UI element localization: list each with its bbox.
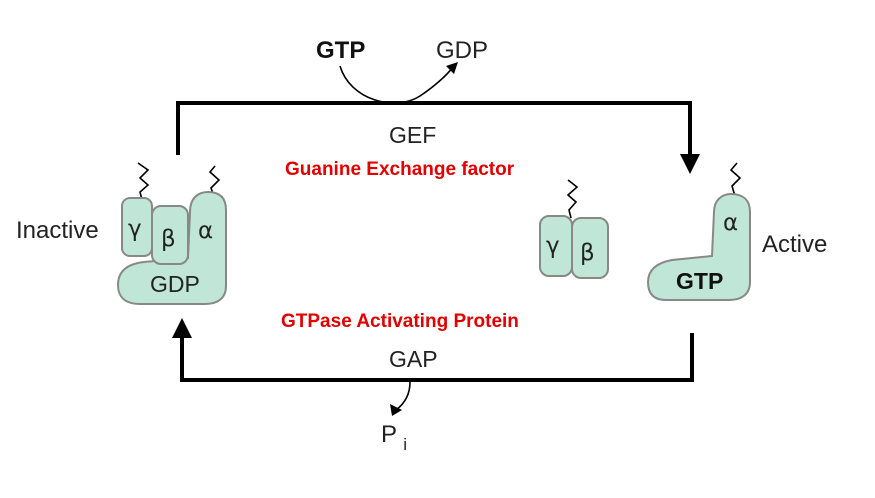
alpha-lipid-anchor-active (729, 162, 742, 197)
gef-pathway (176, 101, 700, 174)
gdp-bound-label: GDP (150, 271, 200, 297)
gamma-label-inactive: γ (128, 216, 142, 242)
beta-subunit-inactive (151, 205, 189, 265)
free-beta-gamma-dimer: γ β (539, 179, 609, 279)
gdp-out-label: GDP (436, 37, 488, 64)
gap-pathway (172, 318, 694, 382)
gamma-label-free: γ (546, 233, 560, 259)
phosphate-arrowhead (390, 404, 402, 416)
phosphate-subscript: i (403, 435, 407, 454)
gtp-gdp-exchange: GTP GDP (316, 37, 488, 104)
phosphate-label: P i (381, 421, 407, 454)
dimer-lipid-anchor (566, 179, 579, 219)
inactive-heterotrimer: γ β α GDP (116, 162, 227, 305)
phosphate-curve (395, 381, 411, 411)
alpha-label-active: α (723, 210, 738, 236)
beta-label-inactive: β (161, 226, 176, 252)
exchange-curve (339, 65, 453, 104)
exchange-arrowhead (446, 62, 458, 74)
gamma-lipid-anchor (137, 162, 150, 201)
gap-full-name: GTPase Activating Protein (281, 311, 519, 332)
gef-full-name: Guanine Exchange factor (285, 159, 515, 180)
inactive-state-label: Inactive (16, 217, 99, 244)
gap-arrowhead (172, 318, 192, 338)
beta-subunit-free (571, 217, 609, 279)
alpha-label-inactive: α (198, 218, 213, 244)
alpha-subunit-active (646, 192, 751, 301)
phosphate-release: P i (381, 381, 411, 454)
alpha-subunit-inactive (116, 190, 227, 305)
gef-pathway-line (176, 101, 692, 158)
beta-label-free: β (580, 240, 595, 266)
active-state-label: Active (762, 231, 827, 258)
gtp-in-label: GTP (316, 37, 365, 64)
alpha-lipid-anchor-inactive (208, 165, 221, 197)
gef-arrowhead (680, 154, 700, 174)
gap-label: GAP (389, 346, 438, 372)
gap-pathway-line (180, 333, 694, 382)
gef-label: GEF (389, 122, 436, 148)
gtp-bound-label: GTP (676, 268, 723, 294)
active-alpha-subunit: α GTP (646, 162, 751, 301)
phosphate-symbol: P (381, 421, 397, 448)
